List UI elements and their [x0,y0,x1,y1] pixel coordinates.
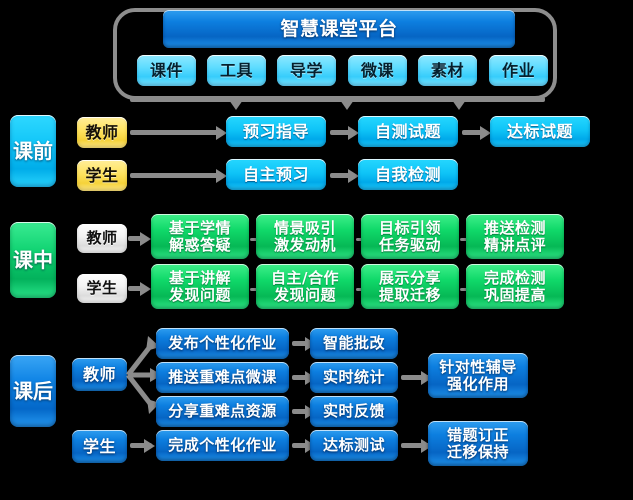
platform-module-gongju[interactable]: 工具 [207,55,266,86]
step-keqian-teacher-1[interactable]: 预习指导 [226,116,326,147]
step-keqian-student-2[interactable]: 自我检测 [358,159,458,190]
stage-label-kezhong: 课中 [10,222,56,298]
step-keqian-teacher-3[interactable]: 达标试题 [490,116,590,147]
platform-module-weike[interactable]: 微课 [348,55,407,86]
platform-title-banner: 智慧课堂平台 [163,10,515,48]
connector-kehou-student-3 [401,443,431,448]
role-label-kehou-student: 学生 [72,430,127,463]
role-label-kezhong-student: 学生 [77,274,127,303]
step-kehou-student-2[interactable]: 达标测试 [310,430,398,461]
connector-kehou-student-1 [130,443,152,448]
stage-label-kehou: 课后 [10,355,56,427]
arrow-keqian-student-1 [216,169,227,183]
connector-kehou-student-2 [292,443,312,448]
connector-kezhong-student-0 [128,286,146,291]
step-kezhong-student-2[interactable]: 自主/合作 发现问题 [256,264,354,309]
platform-feed-arrow-1 [229,100,243,110]
connector-keqian-teacher-1 [130,130,222,135]
connector-keqian-student-2 [330,173,355,178]
step-kehou-student-1[interactable]: 完成个性化作业 [156,430,289,461]
step-kehou-teacher-outcome[interactable]: 针对性辅导 强化作用 [428,353,528,398]
connector-keqian-teacher-3 [462,130,487,135]
platform-module-sucai[interactable]: 素材 [418,55,477,86]
platform-module-daoxue[interactable]: 导学 [277,55,336,86]
connector-keqian-student-1 [130,173,222,178]
platform-bus-line [130,97,545,102]
step-kezhong-teacher-2[interactable]: 情景吸引 激发动机 [256,214,354,259]
platform-module-kejian[interactable]: 课件 [137,55,196,86]
role-label-kezhong-teacher: 教师 [77,224,127,253]
step-kehou-teacher-branch-1[interactable]: 发布个性化作业 [156,328,289,359]
arrow-kehou-outcome [421,371,432,385]
connector-kehou-branch-3 [292,409,312,414]
role-label-keqian-student: 学生 [77,160,127,191]
connector-kezhong-teacher-0 [128,236,146,241]
platform-module-zuoye[interactable]: 作业 [489,55,548,86]
connector-keqian-teacher-2 [330,130,355,135]
arrow-kehou-student-1 [144,439,155,453]
step-kehou-teacher-target-2[interactable]: 实时统计 [310,362,398,393]
arrow-keqian-student-2 [348,169,359,183]
role-label-keqian-teacher: 教师 [77,117,127,148]
connector-kehou-branch-1 [292,341,312,346]
connector-kehou-branch-2 [292,375,312,380]
arrow-keqian-teacher-2 [348,126,359,140]
arrow-kezhong-student-0 [140,282,151,296]
step-kehou-teacher-target-1[interactable]: 智能批改 [310,328,398,359]
arrow-keqian-teacher-3 [480,126,491,140]
connector-kehou-outcome [401,375,431,380]
arrow-keqian-teacher-1 [216,126,227,140]
step-kezhong-student-4[interactable]: 完成检测 巩固提高 [466,264,564,309]
step-kehou-teacher-branch-3[interactable]: 分享重难点资源 [156,396,289,427]
arrow-kezhong-teacher-0 [140,232,151,246]
step-kezhong-teacher-4[interactable]: 推送检测 精讲点评 [466,214,564,259]
kehou-teacher-fanout [126,336,162,414]
step-kezhong-student-1[interactable]: 基于讲解 发现问题 [151,264,249,309]
step-kezhong-teacher-3[interactable]: 目标引领 任务驱动 [361,214,459,259]
arrow-kehou-student-3 [421,439,432,453]
step-kehou-student-3[interactable]: 错题订正 迁移保持 [428,421,528,466]
step-keqian-student-1[interactable]: 自主预习 [226,159,326,190]
platform-feed-arrow-2 [340,100,354,110]
step-kehou-teacher-branch-2[interactable]: 推送重难点微课 [156,362,289,393]
step-kehou-teacher-target-3[interactable]: 实时反馈 [310,396,398,427]
stage-label-keqian: 课前 [10,115,56,187]
step-kezhong-student-3[interactable]: 展示分享 提取迁移 [361,264,459,309]
platform-feed-arrow-3 [452,100,466,110]
role-label-kehou-teacher: 教师 [72,358,127,391]
step-kezhong-teacher-1[interactable]: 基于学情 解惑答疑 [151,214,249,259]
step-keqian-teacher-2[interactable]: 自测试题 [358,116,458,147]
